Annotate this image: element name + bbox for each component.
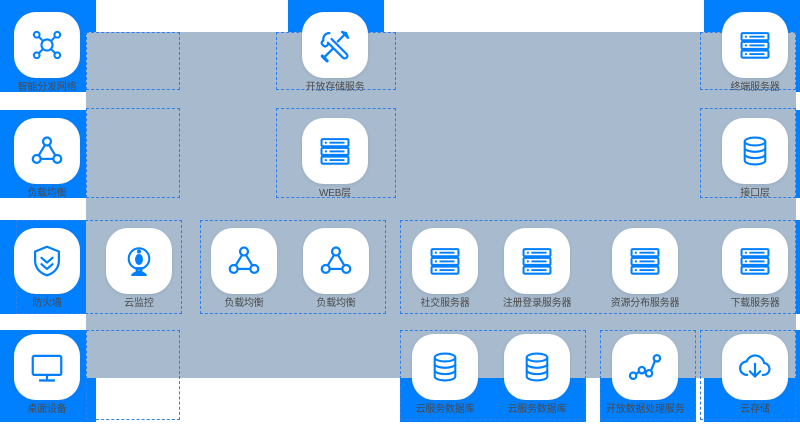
wrench-screwdriver-icon[interactable]	[302, 12, 368, 78]
group-frame	[400, 330, 586, 420]
diagram-node[interactable]: 接口层	[716, 118, 794, 200]
node-label: 防火墙	[32, 298, 62, 309]
node-label: 开放数据处理服务	[606, 404, 685, 415]
diagram-node[interactable]: 云存储	[716, 334, 794, 416]
cdn-network-icon[interactable]	[14, 12, 80, 78]
camera-monitor-icon[interactable]	[106, 228, 172, 294]
load-balancer-icon[interactable]	[14, 118, 80, 184]
diagram-node[interactable]: 防火墙	[8, 228, 86, 310]
diagram-node[interactable]: 云服务数据库	[498, 334, 576, 416]
node-label: WEB层	[319, 188, 351, 199]
data-graph-icon[interactable]	[612, 334, 678, 400]
node-label: 智能分发网络	[17, 82, 77, 93]
node-label: 接口层	[740, 188, 770, 199]
node-label: 负载均衡	[27, 188, 67, 199]
group-frame	[400, 220, 796, 314]
diagram-node[interactable]: 终端服务器	[716, 12, 794, 94]
diagram-node[interactable]: 云监控	[100, 228, 178, 310]
group-frame	[600, 330, 696, 420]
diagram-node[interactable]: 负载均衡	[8, 118, 86, 200]
diagram-node[interactable]: 注册登录服务器	[498, 228, 576, 310]
group-frame	[700, 330, 796, 420]
database-icon[interactable]	[504, 334, 570, 400]
node-label: 云存储	[740, 404, 770, 415]
node-label: 云服务数据库	[415, 404, 475, 415]
desktop-monitor-icon[interactable]	[14, 334, 80, 400]
server-rack-icon[interactable]	[504, 228, 570, 294]
cloud-download-icon[interactable]	[722, 334, 788, 400]
node-label: 开放存储服务	[305, 82, 365, 93]
diagram-node[interactable]: 开放数据处理服务	[606, 334, 685, 416]
diagram-node[interactable]: 下载服务器	[716, 228, 794, 310]
node-label: 注册登录服务器	[502, 298, 572, 309]
diagram-node[interactable]: 资源分布服务器	[606, 228, 684, 310]
server-rack-icon[interactable]	[302, 118, 368, 184]
group-frame	[86, 330, 180, 420]
diagram-node[interactable]: 负载均衡	[297, 228, 375, 310]
node-label: 社交服务器	[420, 298, 470, 309]
diagram-node[interactable]: 桌面设备	[8, 334, 86, 416]
load-balancer-icon[interactable]	[211, 228, 277, 294]
diagram-node[interactable]: 负载均衡	[205, 228, 283, 310]
server-rack-icon[interactable]	[612, 228, 678, 294]
node-label: 负载均衡	[316, 298, 356, 309]
server-rack-icon[interactable]	[722, 228, 788, 294]
server-rack-icon[interactable]	[412, 228, 478, 294]
diagram-node[interactable]: 开放存储服务	[296, 12, 374, 94]
node-label: 下载服务器	[730, 298, 780, 309]
diagram-node[interactable]: 智能分发网络	[8, 12, 86, 94]
diagram-node[interactable]: 云服务数据库	[406, 334, 484, 416]
diagram-node[interactable]: WEB层	[296, 118, 374, 200]
node-label: 云服务数据库	[507, 404, 567, 415]
group-frame	[86, 32, 180, 90]
server-rack-icon[interactable]	[722, 12, 788, 78]
node-label: 云监控	[124, 298, 154, 309]
group-frame	[86, 108, 180, 198]
load-balancer-icon[interactable]	[303, 228, 369, 294]
node-label: 终端服务器	[730, 82, 780, 93]
group-frame	[700, 108, 796, 198]
gray-band	[86, 32, 796, 378]
node-label: 桌面设备	[27, 404, 67, 415]
database-icon[interactable]	[412, 334, 478, 400]
node-label: 资源分布服务器	[610, 298, 680, 309]
diagram-node[interactable]: 社交服务器	[406, 228, 484, 310]
shield-icon[interactable]	[14, 228, 80, 294]
node-label: 负载均衡	[224, 298, 264, 309]
database-icon[interactable]	[722, 118, 788, 184]
group-frame	[276, 108, 396, 198]
group-frame	[200, 220, 386, 314]
